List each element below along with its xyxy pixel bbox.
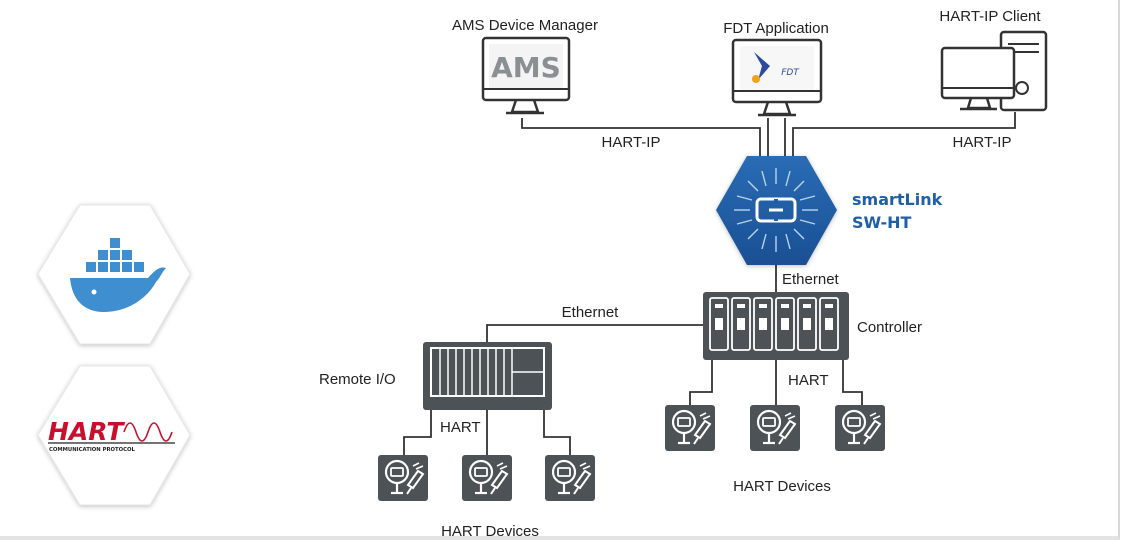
ethernet-top-label: Ethernet [782, 271, 840, 288]
client-title: HART-IP Client [939, 8, 1041, 25]
ams-title: AMS Device Manager [452, 17, 598, 34]
hartip-bus-line [521, 112, 1016, 160]
devices-right-label: HART Devices [733, 478, 831, 495]
fdt-uplink-line [767, 118, 786, 160]
fdt-logo-text: FDT [781, 68, 800, 78]
smartlink-node[interactable] [716, 156, 837, 265]
field-device[interactable] [543, 453, 597, 503]
controller-hart-lines [689, 360, 863, 405]
hart-logo-text: HART [48, 417, 125, 446]
fdt-title: FDT Application [723, 20, 829, 37]
link-icon [755, 197, 797, 223]
ams-logo-text: AMS [491, 51, 561, 84]
docker-whale-icon [70, 238, 166, 312]
hart-logo-subtext: COMMUNICATION PROTOCOL [49, 447, 136, 453]
remote-io-rack[interactable] [423, 342, 552, 410]
hart-controller-label: HART [788, 372, 829, 389]
smartlink-model: SW-HT [852, 213, 911, 232]
ams-workstation[interactable]: AMS Device Manager AMS [452, 17, 598, 115]
field-device[interactable] [663, 403, 717, 453]
devices-left-label: HART Devices [441, 523, 539, 540]
fdt-workstation[interactable]: FDT Application FDT [723, 20, 829, 117]
hartip-client-pc[interactable]: HART-IP Client [939, 8, 1048, 112]
ethernet-remote-line [486, 324, 703, 342]
hartip-right-label: HART-IP [953, 134, 1012, 151]
remote-hart-lines [403, 410, 571, 455]
field-device[interactable] [376, 453, 430, 503]
connection-lines [403, 112, 1016, 455]
controller-label: Controller [857, 319, 922, 336]
smartlink-name: smartLink [852, 190, 943, 209]
docker-badge [37, 204, 191, 345]
remote-io-label: Remote I/O [319, 371, 396, 388]
hart-remote-label: HART [440, 419, 481, 436]
field-device[interactable] [748, 403, 802, 453]
hart-badge: HART COMMUNICATION PROTOCOL [37, 365, 191, 506]
hartip-left-label: HART-IP [602, 134, 661, 151]
hart-wave-icon [123, 422, 173, 442]
ethernet-left-label: Ethernet [562, 304, 620, 321]
smartlink-burst-icon [734, 168, 818, 252]
field-device[interactable] [460, 453, 514, 503]
field-device[interactable] [833, 403, 887, 453]
controller-rack[interactable] [703, 292, 849, 360]
fdt-logo-icon: FDT [752, 52, 800, 83]
